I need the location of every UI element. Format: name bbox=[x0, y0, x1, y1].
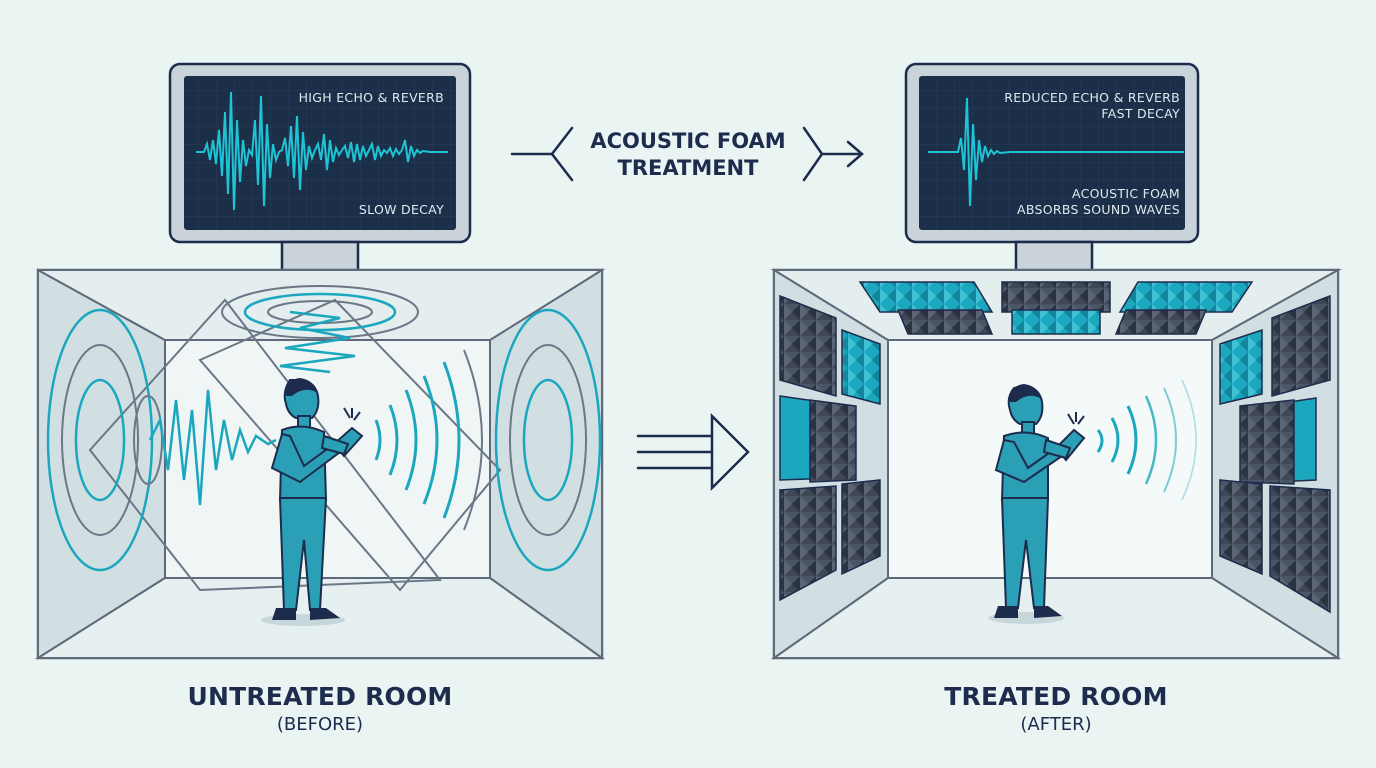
monitor-before bbox=[168, 62, 472, 274]
monitor-before-top-label: HIGH ECHO & REVERB bbox=[298, 90, 444, 105]
treated-room-title: TREATED ROOM bbox=[944, 682, 1168, 711]
left-wall-foam-panels bbox=[779, 294, 881, 602]
untreated-room-title: UNTREATED ROOM bbox=[187, 682, 453, 711]
monitor-before-bottom-label: SLOW DECAY bbox=[358, 202, 444, 217]
fast-decay-waveform bbox=[928, 97, 1184, 207]
treated-room bbox=[770, 268, 1342, 660]
person-clapping-before bbox=[261, 378, 364, 626]
high-echo-waveform bbox=[196, 91, 448, 211]
monitor-after-bottom-label-2: ABSORBS SOUND WAVES bbox=[1016, 202, 1180, 217]
process-label-line-2: TREATMENT bbox=[617, 156, 759, 180]
person-clapping-after bbox=[988, 384, 1086, 624]
process-arrow bbox=[510, 126, 864, 182]
monitor-after-bottom-label-1: ACOUSTIC FOAM bbox=[1071, 186, 1180, 201]
monitor-after-top-label-2: FAST DECAY bbox=[1101, 106, 1180, 121]
ceiling-foam-panels bbox=[858, 281, 1254, 335]
process-label: ACOUSTIC FOAM TREATMENT bbox=[576, 128, 800, 182]
monitor-after-top-label-1: REDUCED ECHO & REVERB bbox=[1004, 90, 1180, 105]
process-label-line-1: ACOUSTIC FOAM bbox=[590, 129, 786, 153]
monitor-after bbox=[904, 62, 1200, 274]
untreated-room bbox=[34, 268, 606, 660]
untreated-room-subtitle: (BEFORE) bbox=[276, 714, 364, 735]
treated-room-subtitle: (AFTER) bbox=[1020, 714, 1092, 735]
right-wall-foam-panels bbox=[1219, 294, 1331, 614]
before-after-arrow bbox=[636, 412, 750, 492]
